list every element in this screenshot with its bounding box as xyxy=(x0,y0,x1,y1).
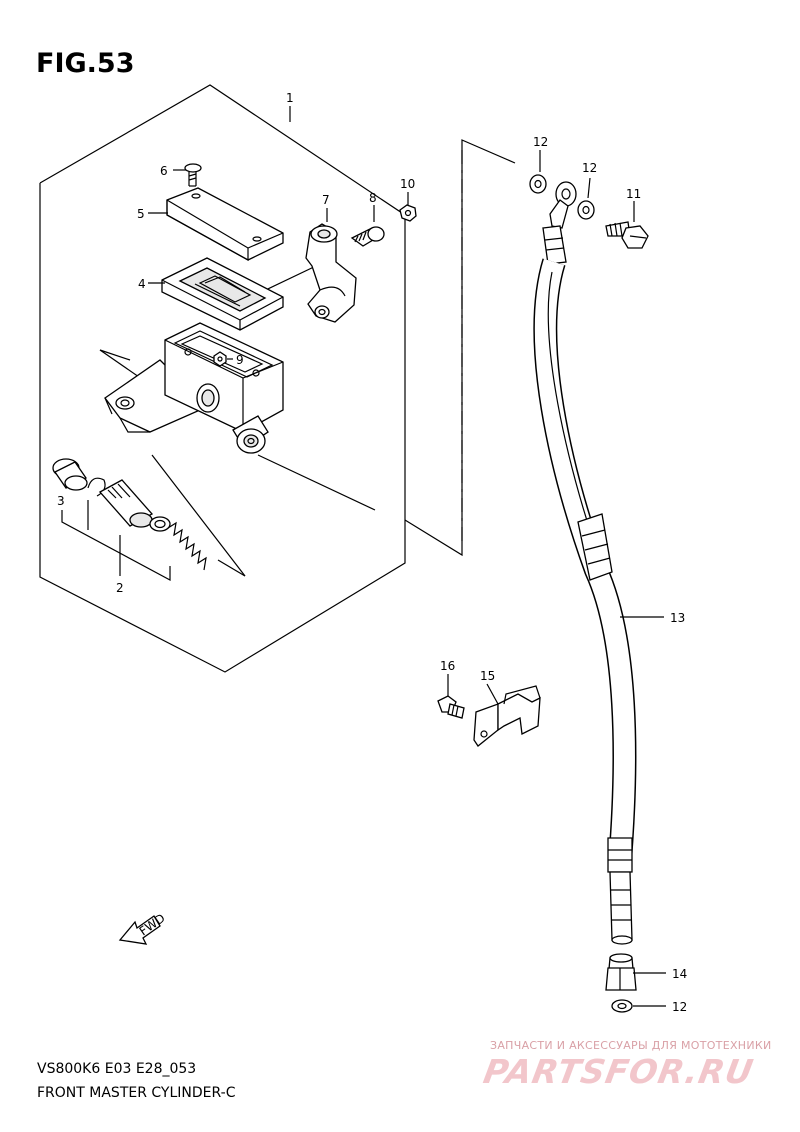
boot-3 xyxy=(52,458,88,491)
fwd-label: FWD xyxy=(137,911,168,939)
callout-leaders xyxy=(61,106,666,1007)
bracket-15 xyxy=(473,685,541,747)
union-bolt-11 xyxy=(605,221,649,249)
callout-16: 16 xyxy=(440,659,455,673)
callout-4: 4 xyxy=(138,277,146,291)
clamp-7 xyxy=(305,223,357,323)
watermark-tagline: ЗАПЧАСТИ И АКСЕССУАРЫ ДЛЯ МОТОТЕХНИКИ xyxy=(490,1039,772,1052)
callout-labels: 1 2 3 4 5 6 7 8 9 10 11 12 12 12 13 14 1… xyxy=(57,91,687,1014)
hose-nut-14 xyxy=(605,953,637,991)
callout-11: 11 xyxy=(626,187,641,201)
brake-hose-13 xyxy=(533,181,637,945)
figure-title: FIG.53 xyxy=(36,48,135,79)
nut-10 xyxy=(399,204,417,222)
washer-12-top-right xyxy=(577,200,595,220)
diagram-description: FRONT MASTER CYLINDER-C xyxy=(37,1085,236,1101)
reference-lines xyxy=(99,139,516,577)
callout-5: 5 xyxy=(137,207,145,221)
callout-1: 1 xyxy=(286,91,294,105)
washer-12-bottom xyxy=(611,999,633,1013)
callout-3: 3 xyxy=(57,494,65,508)
piston-kit-2 xyxy=(87,477,207,571)
diagram-code: VS800K6 E03 E28_053 xyxy=(37,1061,197,1077)
callout-14: 14 xyxy=(672,967,687,981)
assembly-box xyxy=(39,84,406,673)
callout-12-top-left: 12 xyxy=(533,135,548,149)
callout-2: 2 xyxy=(116,581,124,595)
screw-9 xyxy=(213,351,227,367)
watermark-logo: PARTSFOR.RU xyxy=(480,1052,757,1091)
master-cylinder-body xyxy=(104,322,284,454)
callout-8: 8 xyxy=(369,191,377,205)
callout-12-bottom: 12 xyxy=(672,1000,687,1014)
bolt-16 xyxy=(437,695,465,719)
callout-7: 7 xyxy=(322,193,330,207)
reservoir-cap-5 xyxy=(166,187,284,262)
callout-6: 6 xyxy=(160,164,168,178)
fwd-arrow-icon: FWD xyxy=(118,911,168,945)
callout-10: 10 xyxy=(400,177,415,191)
bolt-8 xyxy=(350,226,385,247)
callout-13: 13 xyxy=(670,611,685,625)
washer-12-top-left xyxy=(529,174,547,194)
callout-15: 15 xyxy=(480,669,495,683)
callout-9: 9 xyxy=(236,353,244,367)
screw-6 xyxy=(184,163,202,187)
diaphragm-4 xyxy=(161,257,284,331)
callout-12-top-right: 12 xyxy=(582,161,597,175)
